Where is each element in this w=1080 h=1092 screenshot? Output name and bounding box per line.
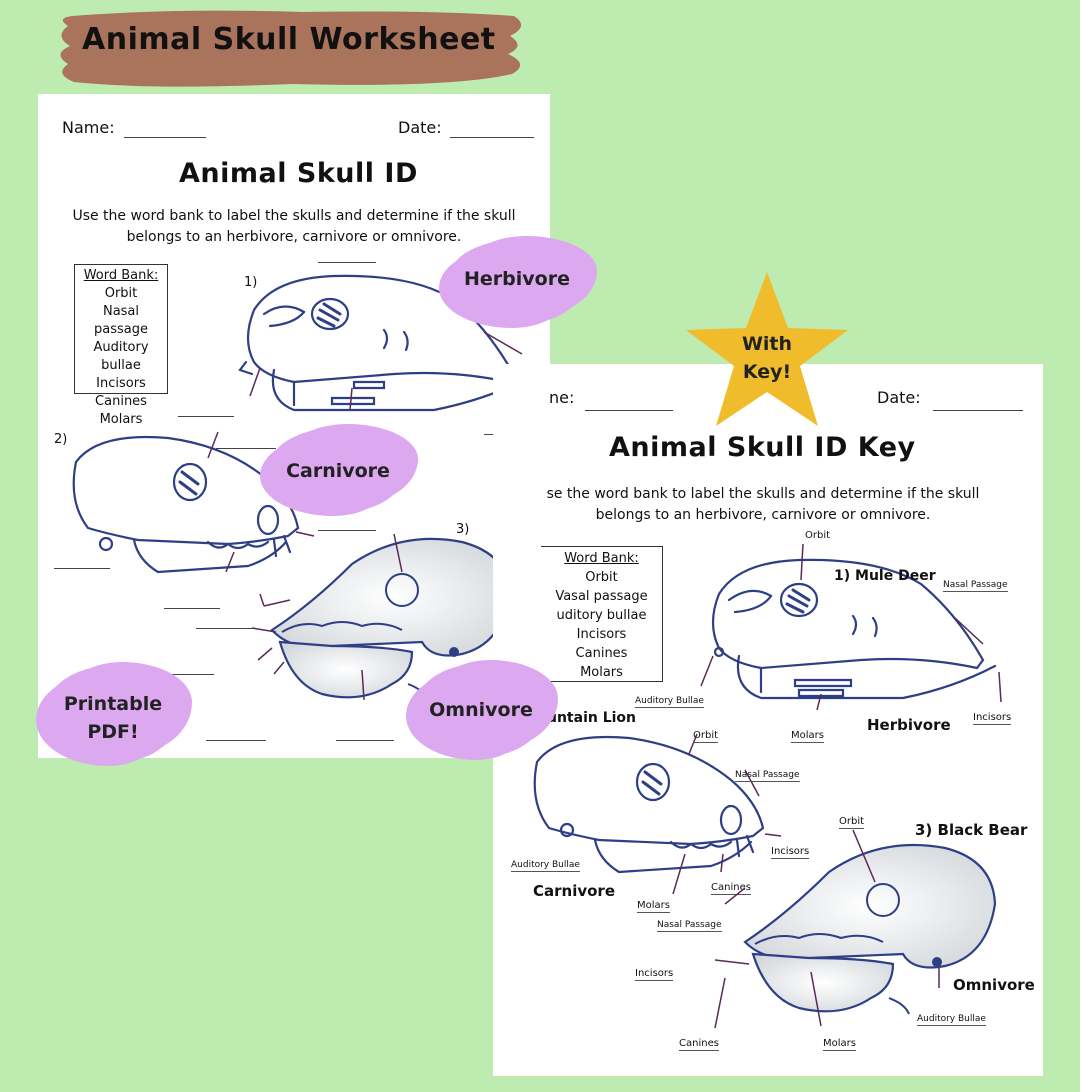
key-s1-nasal-label: Nasal Passage xyxy=(943,580,1008,592)
label-blank xyxy=(206,740,266,741)
word-bank: Word Bank: Orbit Nasal passage Auditory … xyxy=(74,264,168,427)
key-s3-auditory-label: Auditory Bullae xyxy=(917,1014,986,1026)
label-blank xyxy=(318,262,376,263)
worksheet-page: Name: Date: Animal Skull ID Use the word… xyxy=(38,94,550,758)
carnivore-bubble xyxy=(268,428,408,512)
instructions: Use the word bank to label the skulls an… xyxy=(72,208,516,245)
key-s3-class: Omnivore xyxy=(953,976,1035,994)
key-s2-canines-label: Canines xyxy=(711,882,751,895)
banner-title: Animal Skull Worksheet xyxy=(82,22,496,57)
skull-number-1: 1) xyxy=(244,275,258,290)
answer-key-page: ne: Date: Animal Skull ID Key se the wor… xyxy=(493,364,1043,1076)
key-s1-molars-label: Molars xyxy=(791,730,824,743)
skull-number-2: 2) xyxy=(54,432,68,447)
key-s2-molars-label: Molars xyxy=(637,900,670,913)
herbivore-bubble xyxy=(447,240,587,324)
star-badge xyxy=(686,272,848,426)
label-blank xyxy=(178,416,234,417)
printable-pdf-bubble xyxy=(44,666,182,762)
herbivore-label: Herbivore xyxy=(464,268,570,290)
label-blank xyxy=(196,628,254,629)
key-s1-incisors-label: Incisors xyxy=(973,712,1012,725)
label-blank xyxy=(216,448,276,449)
key-name-label: ne: xyxy=(549,388,575,407)
key-date-label: Date: xyxy=(877,388,921,407)
deer-skull-drawing xyxy=(238,274,526,421)
key-s2-class: Carnivore xyxy=(533,882,616,900)
key-s1-auditory-label: Auditory Bullae xyxy=(635,696,704,708)
skull-number-3: 3) xyxy=(456,522,470,537)
key-s3-nasal-label: Nasal Passage xyxy=(657,920,722,932)
key-s3-molars-label: Molars xyxy=(823,1038,856,1051)
key-instructions: se the word bank to label the skulls and… xyxy=(546,486,980,523)
date-blank xyxy=(450,137,534,138)
key-deer-skull-drawing xyxy=(700,543,1002,711)
key-word-bank: Word Bank: Orbit Vasal passage uditory b… xyxy=(541,546,663,682)
key-page-title: Animal Skull ID Key xyxy=(609,432,916,463)
key-s1-orbit-label: Orbit xyxy=(805,530,831,541)
label-blank xyxy=(318,530,376,531)
key-s2-auditory-label: Auditory Bullae xyxy=(511,860,580,872)
lion-skull-drawing xyxy=(72,431,315,574)
key-s3-canines-label: Canines xyxy=(679,1038,719,1051)
name-blank xyxy=(124,137,206,138)
key-s3-orbit-label: Orbit xyxy=(839,816,865,829)
key-s2-name: untain Lion xyxy=(547,710,637,726)
key-date-blank xyxy=(933,410,1023,411)
key-bear-skull-drawing xyxy=(714,829,997,1029)
label-blank xyxy=(164,608,220,609)
omnivore-bubble xyxy=(414,664,548,756)
star-label: With Key! xyxy=(741,333,793,383)
key-s1-class: Herbivore xyxy=(867,716,951,734)
carnivore-label: Carnivore xyxy=(286,460,390,482)
page-title: Animal Skull ID xyxy=(179,158,418,189)
banner-shape xyxy=(60,10,522,87)
key-name-blank xyxy=(585,410,673,411)
omnivore-label: Omnivore xyxy=(429,699,533,721)
key-s3-incisors-label: Incisors xyxy=(635,968,674,981)
label-blank xyxy=(336,740,394,741)
key-s2-orbit-label: Orbit xyxy=(693,730,719,743)
name-label: Name: xyxy=(62,118,115,137)
label-blank xyxy=(54,568,110,569)
printable-pdf-label: Printable PDF! xyxy=(63,693,163,743)
key-s3-name: 3) Black Bear xyxy=(915,821,1028,839)
key-s2-nasal-label: Nasal Passage xyxy=(735,770,800,782)
date-label: Date: xyxy=(398,118,442,137)
label-blank xyxy=(158,674,214,675)
key-s2-incisors-label: Incisors xyxy=(771,846,810,859)
key-lion-skull-drawing xyxy=(533,733,782,895)
key-s1-name: 1) Mule Deer xyxy=(834,568,936,584)
